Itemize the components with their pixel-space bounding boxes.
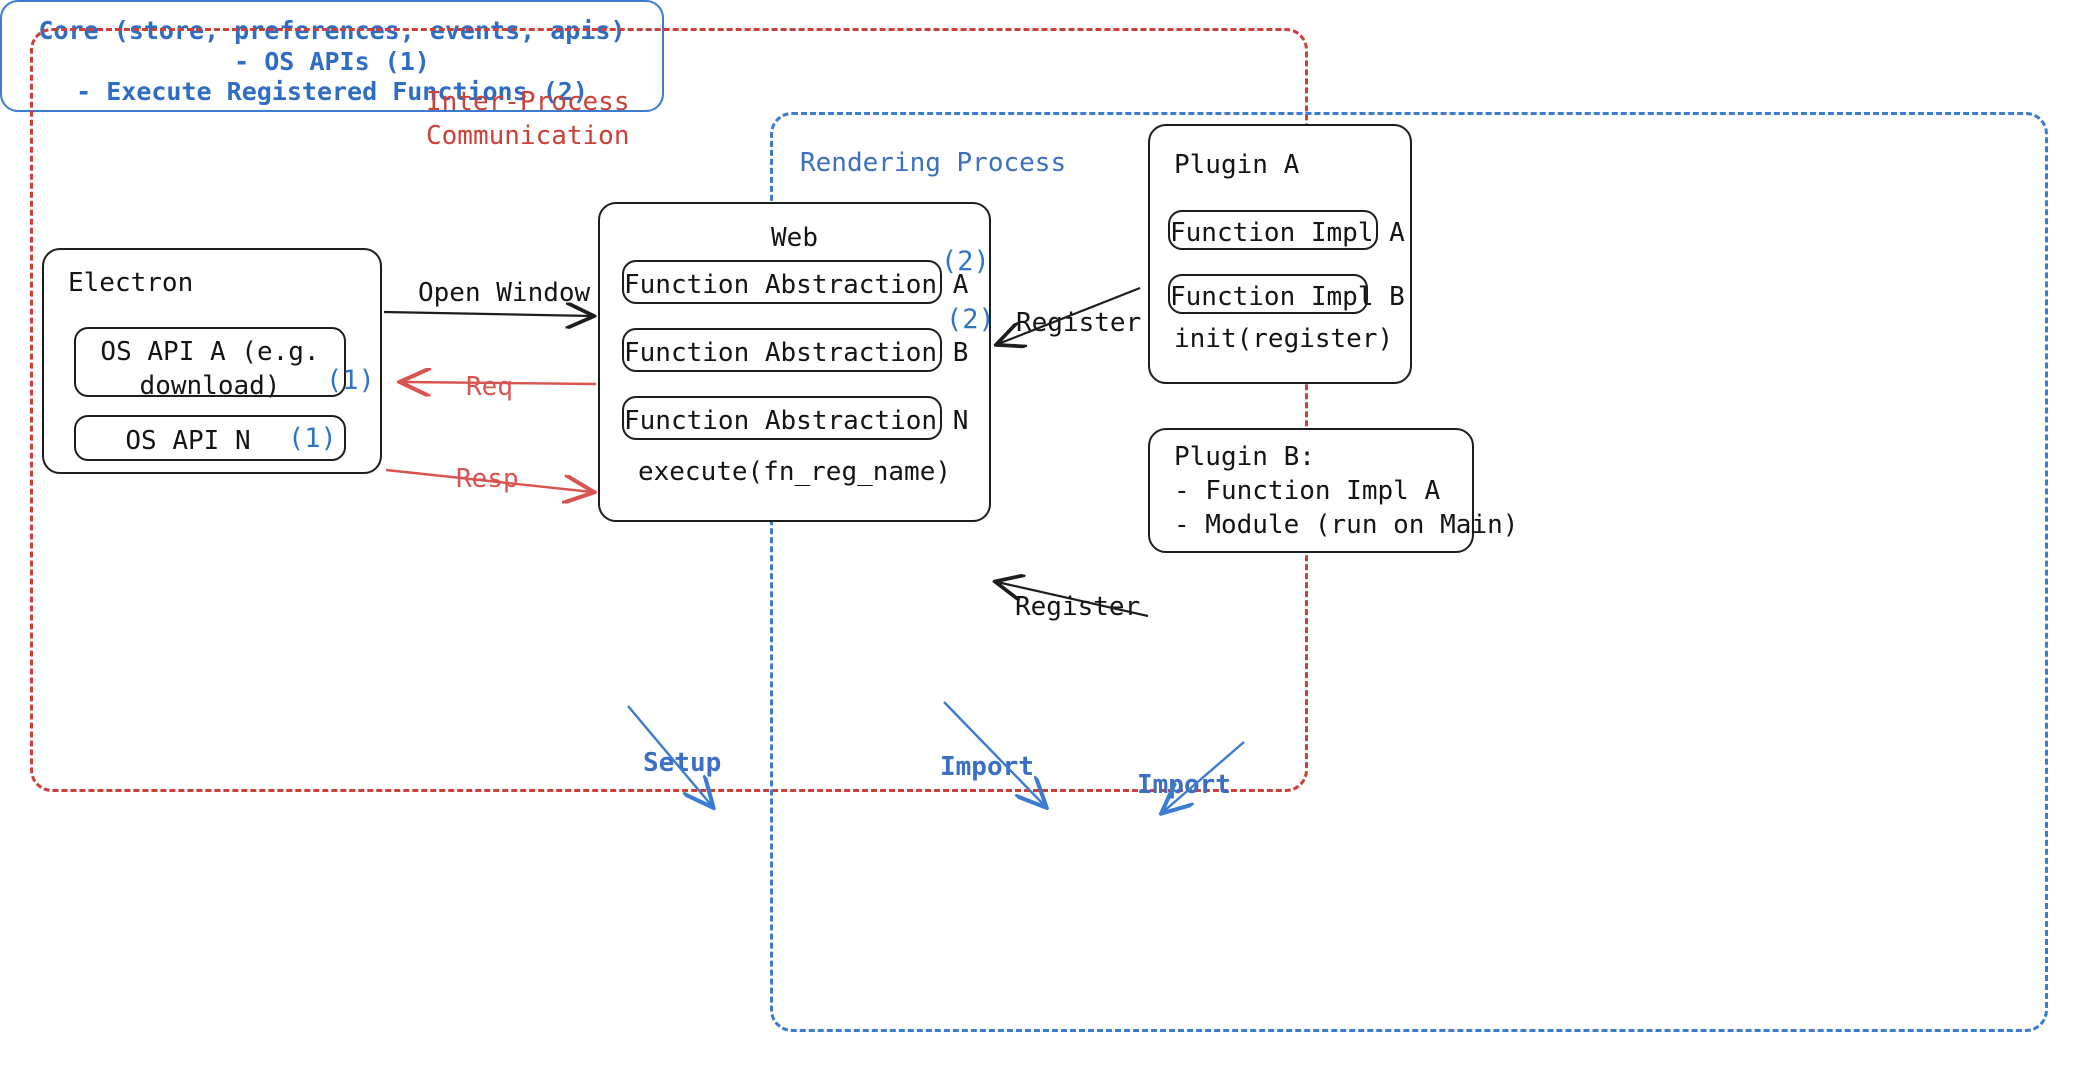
- function-abstraction-a-tag: (2): [941, 246, 990, 277]
- function-impl-a-label: Function Impl A: [1170, 218, 1405, 248]
- os-api-a-tag: (1): [326, 365, 375, 396]
- edge-label-resp: Resp: [456, 464, 519, 494]
- electron-title: Electron: [68, 268, 194, 298]
- zone-label-rendering-process: Rendering Process: [800, 148, 1067, 178]
- zone-label-ipc: Inter-Process Communication: [426, 87, 630, 152]
- function-abstraction-b-tag: (2): [946, 304, 995, 335]
- function-impl-b-label: Function Impl B: [1170, 282, 1405, 312]
- plugin-a-init-method: init(register): [1174, 324, 1394, 354]
- zone-rendering-process: [770, 112, 2048, 1032]
- function-abstraction-a-box: Function Abstraction A: [622, 260, 969, 304]
- plugin-b-title: Plugin B:: [1174, 442, 1315, 472]
- core-line-execute-registered: - Execute Registered Functions (2): [76, 77, 588, 106]
- plugin-a-title: Plugin A: [1174, 150, 1300, 180]
- os-api-a-label: OS API A (e.g. download): [100, 337, 320, 401]
- edge-label-register-plugin-a: Register: [1016, 308, 1142, 338]
- edge-label-open-window: Open Window: [418, 278, 591, 308]
- os-api-a-box: OS API A (e.g. download): [74, 327, 346, 401]
- plugin-b-box: Plugin B: - Function Impl A - Module (ru…: [1148, 428, 1518, 553]
- function-abstraction-b-box: Function Abstraction B: [622, 328, 969, 372]
- edge-label-import-web: Import: [940, 752, 1034, 782]
- function-abstraction-n-box: Function Abstraction N: [622, 396, 969, 440]
- plugin-b-item-function-impl-a: - Function Impl A: [1174, 476, 1441, 506]
- edge-label-import-plugin: Import: [1137, 770, 1231, 800]
- function-impl-a-box: Function Impl A: [1168, 210, 1405, 250]
- plugin-b-item-module: - Module (run on Main): [1174, 510, 1519, 540]
- function-abstraction-n-label: Function Abstraction N: [624, 406, 969, 436]
- os-api-n-tag: (1): [288, 423, 337, 454]
- os-api-n-label: OS API N: [125, 426, 251, 456]
- function-impl-b-box: Function Impl B: [1168, 274, 1405, 314]
- core-line-os-apis: - OS APIs (1): [234, 46, 430, 76]
- web-title: Web: [771, 223, 818, 253]
- web-execute-method: execute(fn_reg_name): [637, 457, 952, 487]
- function-abstraction-b-label: Function Abstraction B: [624, 338, 969, 368]
- function-abstraction-a-label: Function Abstraction A: [624, 270, 969, 300]
- web-box: Web Function Abstraction A Function Abst…: [598, 202, 991, 522]
- edge-label-req: Req: [466, 372, 513, 402]
- edge-label-setup: Setup: [643, 748, 722, 778]
- electron-box: Electron OS API A (e.g. download) (1) OS…: [42, 248, 382, 474]
- os-api-n-box: OS API N: [74, 415, 346, 461]
- edge-label-register-plugin-b: Register: [1015, 592, 1141, 622]
- plugin-a-box: Plugin A Function Impl A Function Impl B…: [1148, 124, 1412, 384]
